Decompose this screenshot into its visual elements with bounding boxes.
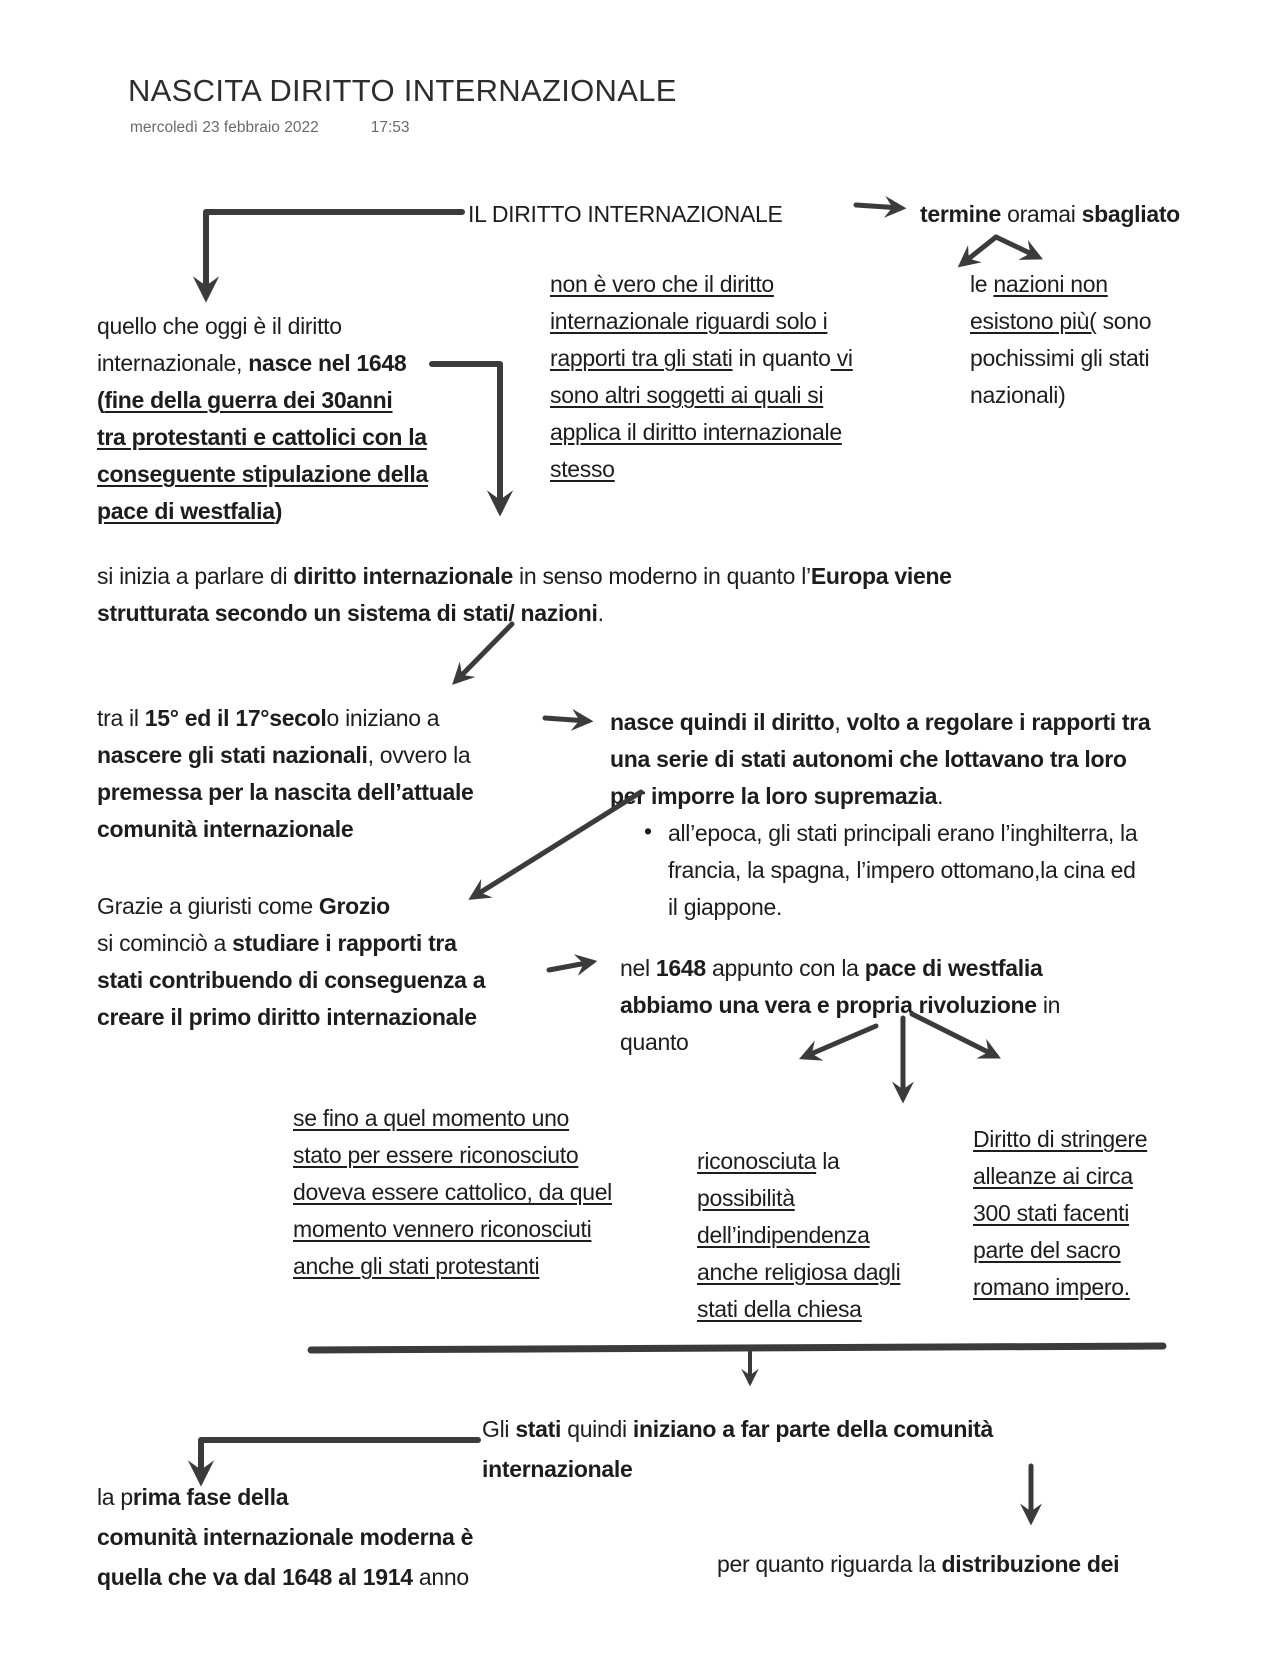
text-line: • bbox=[644, 818, 652, 844]
text-line: quello che oggi è il diritto bbox=[97, 313, 342, 339]
text-line: non è vero che il diritto bbox=[550, 271, 774, 297]
text-line: doveva essere cattolico, da quel bbox=[293, 1179, 612, 1205]
text-line: (fine della guerra dei 30anni bbox=[97, 387, 393, 413]
text-line: 300 stati facenti bbox=[973, 1200, 1130, 1226]
page-meta: mercoledì 23 febbraio 2022 17:53 bbox=[130, 118, 410, 138]
text-line: riconosciuta la bbox=[697, 1148, 840, 1174]
text-line: parte del sacro bbox=[973, 1237, 1121, 1263]
text-line: la prima fase della bbox=[97, 1484, 289, 1510]
arrow-branch-right-to-nazioni bbox=[993, 234, 1043, 260]
text-line: Gli stati quindi iniziano a far parte de… bbox=[482, 1416, 994, 1442]
note-distribuzione: per quanto riguarda la distribuzione dei bbox=[717, 1546, 1119, 1583]
text-line: stato per essere riconosciuto bbox=[293, 1142, 579, 1168]
text-line: rapporti tra gli stati in quanto vi bbox=[550, 345, 853, 371]
bullet-marker: • bbox=[644, 813, 652, 850]
text-line: internazionale, nasce nel 1648 bbox=[97, 350, 407, 376]
text-line: le nazioni non bbox=[970, 271, 1108, 297]
note-stati-nazionali: tra il 15° ed il 17°secolo iniziano a nas… bbox=[97, 700, 474, 848]
text-line: quanto bbox=[620, 1029, 689, 1055]
note-grozio: Grazie a giuristi come Grozio si cominciò… bbox=[97, 888, 486, 1036]
text-line: dell’indipendenza bbox=[697, 1222, 870, 1248]
text-line: strutturata secondo un sistema di stati/… bbox=[97, 600, 604, 626]
note-non-e-vero: non è vero che il diritto internazionale … bbox=[550, 266, 853, 488]
text-line: nascere gli stati nazionali, ovvero la bbox=[97, 742, 471, 768]
text-line: tra il 15° ed il 17°secolo iniziano a bbox=[97, 705, 440, 731]
text-line: Grazie a giuristi come Grozio bbox=[97, 893, 390, 919]
text-line: se fino a quel momento uno bbox=[293, 1105, 570, 1131]
text-line: stati della chiesa bbox=[697, 1296, 862, 1322]
text-line: possibilità bbox=[697, 1185, 795, 1211]
text-line: romano impero. bbox=[973, 1274, 1130, 1300]
text-line: comunità internazionale bbox=[97, 816, 354, 842]
note-pace-di-westfalia: nel 1648 appunto con la pace di westfali… bbox=[620, 950, 1060, 1061]
text-line: internazionale riguardi solo i bbox=[550, 308, 828, 334]
text-line: anche religiosa dagli bbox=[697, 1259, 901, 1285]
arrow-diagonal-to-tra-il-15 bbox=[452, 621, 515, 685]
text-line: il giappone. bbox=[668, 894, 783, 920]
text-line: si cominciò a studiare i rapporti tra bbox=[97, 930, 457, 956]
text-line: francia, la spagna, l’impero ottomano,la… bbox=[668, 857, 1136, 883]
note-si-inizia-a-parlare: si inizia a parlare di diritto internazi… bbox=[97, 558, 952, 632]
page-date: mercoledì 23 febbraio 2022 bbox=[130, 119, 319, 136]
text-line: applica il diritto internazionale bbox=[550, 419, 842, 445]
text-line: abbiamo una vera e propria rivoluzione i… bbox=[620, 992, 1061, 1018]
arrow-right-to-nasce-quindi bbox=[542, 708, 594, 731]
note-alleanze-300-stati: Diritto di stringere alleanze ai circa 300… bbox=[973, 1121, 1148, 1306]
note-nasce-quindi-il-diritto: nasce quindi il diritto, volto a regolar… bbox=[610, 704, 1151, 815]
text-line: nazionali) bbox=[970, 382, 1066, 408]
note-comunita-internazionale: Gli stati quindi iniziano a far parte de… bbox=[482, 1409, 993, 1489]
text-line: per imporre la loro supremazia. bbox=[610, 783, 944, 809]
text-line: stati contribuendo di conseguenza a bbox=[97, 967, 486, 993]
text-line: tra protestanti e cattolici con la bbox=[97, 424, 427, 450]
page-title: NASCITA DIRITTO INTERNAZIONALE bbox=[128, 73, 677, 108]
text-line: alleanze ai circa bbox=[973, 1163, 1133, 1189]
arrow-branch-left-to-non-e-vero bbox=[957, 234, 999, 268]
text-line: Diritto di stringere bbox=[973, 1126, 1148, 1152]
arrow-right-to-nel-1648 bbox=[546, 954, 598, 976]
text-line: stesso bbox=[550, 456, 615, 482]
text-line: all’epoca, gli stati principali erano l’… bbox=[668, 820, 1138, 846]
note-prima-fase-1648-1914: la prima fase della comunità internaziona… bbox=[97, 1477, 473, 1597]
arrow-elbow-down-to-prima-fase bbox=[187, 1437, 481, 1487]
text-line: creare il primo diritto internazionale bbox=[97, 1004, 477, 1030]
text-line: conseguente stipulazione della bbox=[97, 461, 428, 487]
note-nazioni-non-esistono: le nazioni non esistono più( sono pochissi… bbox=[970, 266, 1152, 414]
text-line: comunità internazionale moderna è bbox=[97, 1524, 474, 1550]
note-termine-sbagliato: termine oramai sbagliato bbox=[920, 196, 1180, 233]
note-stati-protestanti: se fino a quel momento uno stato per esse… bbox=[293, 1100, 612, 1285]
text-line: pochissimi gli stati bbox=[970, 345, 1150, 371]
text-line: si inizia a parlare di diritto internazi… bbox=[97, 563, 952, 589]
divider-line bbox=[307, 1342, 1167, 1354]
heading-il-diritto-internazionale: IL DIRITTO INTERNAZIONALE bbox=[468, 196, 783, 233]
text-line: esistono più( sono bbox=[970, 308, 1152, 334]
arrow-right-to-termine bbox=[853, 195, 907, 218]
text-line: nasce quindi il diritto, volto a regolar… bbox=[610, 709, 1151, 735]
text-line: internazionale bbox=[482, 1456, 633, 1482]
page-time: 17:53 bbox=[370, 119, 410, 136]
text-line: una serie di stati autonomi che lottavan… bbox=[610, 746, 1127, 772]
text-line: pace di westfalia) bbox=[97, 498, 283, 524]
text-line: per quanto riguarda la distribuzione dei bbox=[717, 1551, 1120, 1577]
text-line: momento vennero riconosciuti bbox=[293, 1216, 592, 1242]
arrow-elbow-from-1648-down bbox=[429, 361, 514, 517]
text-line: premessa per la nascita dell’attuale bbox=[97, 779, 474, 805]
arrow-elbow-down-to-quello bbox=[192, 209, 465, 303]
text-line: nel 1648 appunto con la pace di westfali… bbox=[620, 955, 1043, 981]
text-line: sono altri soggetti ai quali si bbox=[550, 382, 824, 408]
note-stati-principali: all’epoca, gli stati principali erano l’… bbox=[668, 815, 1138, 926]
text-line: termine oramai sbagliato bbox=[920, 201, 1180, 227]
text-line: anche gli stati protestanti bbox=[293, 1253, 540, 1279]
text-line: quella che va dal 1648 al 1914 anno bbox=[97, 1564, 469, 1590]
note-nasce-nel-1648: quello che oggi è il diritto internaziona… bbox=[97, 308, 428, 530]
text-line: IL DIRITTO INTERNAZIONALE bbox=[468, 201, 783, 227]
note-indipendenza-religiosa: riconosciuta la possibilità dell’indipende… bbox=[697, 1143, 901, 1328]
